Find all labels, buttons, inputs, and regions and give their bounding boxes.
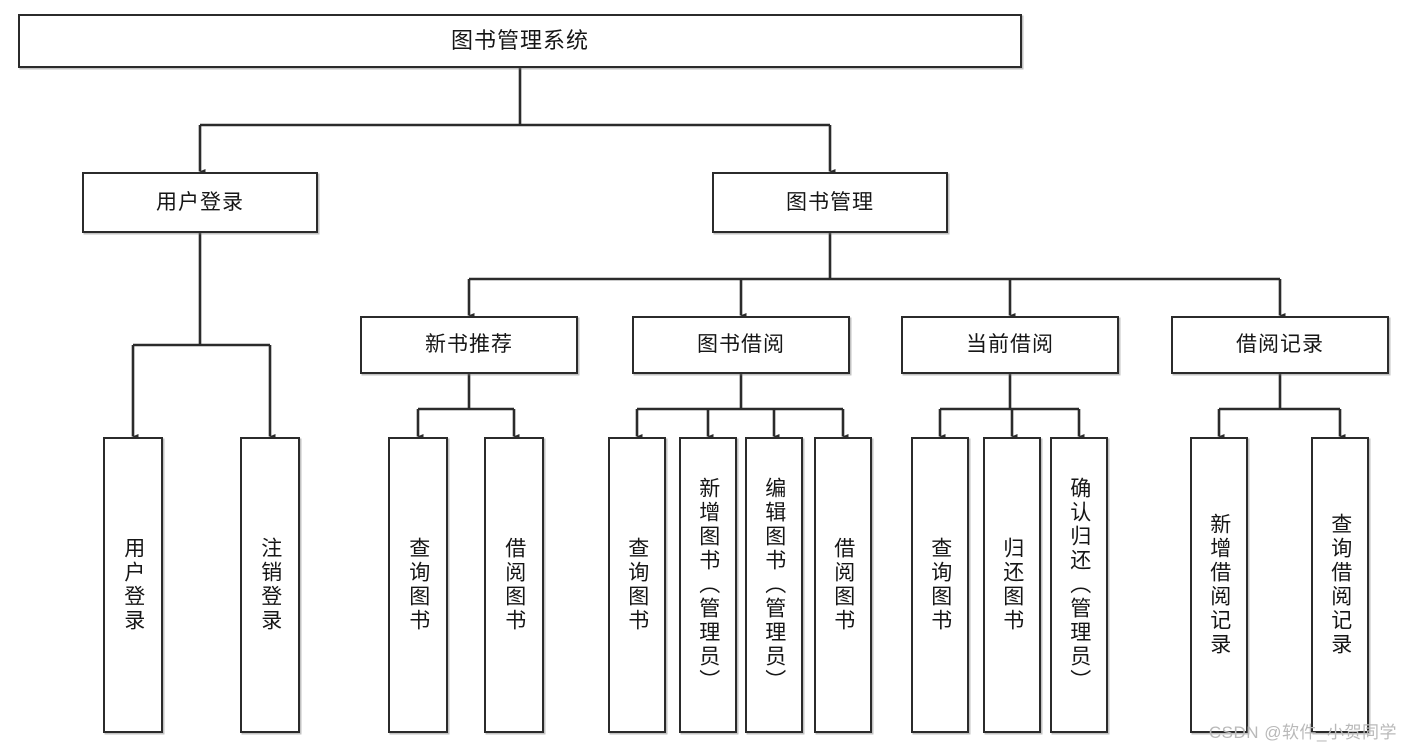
node-new-book-rec[interactable]: 新书推荐 bbox=[360, 316, 578, 374]
node-label: 查询图书 bbox=[928, 537, 952, 633]
node-label: 借阅记录 bbox=[1236, 333, 1324, 357]
node-label: 图书借阅 bbox=[697, 333, 785, 357]
node-label: 当前借阅 bbox=[966, 333, 1054, 357]
node-user-login[interactable]: 用户登录 bbox=[82, 172, 318, 233]
node-leaf-add-book[interactable]: 新增图书（管理员） bbox=[679, 437, 737, 733]
node-borrow-record[interactable]: 借阅记录 bbox=[1171, 316, 1389, 374]
node-label: 新书推荐 bbox=[425, 333, 513, 357]
node-label: 借阅图书 bbox=[502, 537, 526, 633]
node-leaf-borrow-book-2[interactable]: 借阅图书 bbox=[814, 437, 872, 733]
node-label: 借阅图书 bbox=[831, 537, 855, 633]
node-leaf-query-book-2[interactable]: 查询图书 bbox=[608, 437, 666, 733]
node-label: 编辑图书（管理员） bbox=[762, 477, 786, 693]
node-label: 注销登录 bbox=[258, 537, 282, 633]
node-label: 新增借阅记录 bbox=[1207, 513, 1231, 657]
node-label: 归还图书 bbox=[1000, 537, 1024, 633]
node-root[interactable]: 图书管理系统 bbox=[18, 14, 1022, 68]
node-leaf-add-record[interactable]: 新增借阅记录 bbox=[1190, 437, 1248, 733]
node-book-borrow[interactable]: 图书借阅 bbox=[632, 316, 850, 374]
node-label: 查询图书 bbox=[625, 537, 649, 633]
node-label: 用户登录 bbox=[156, 190, 244, 214]
node-label: 查询图书 bbox=[406, 537, 430, 633]
node-label: 图书管理 bbox=[786, 190, 874, 214]
node-leaf-query-book-3[interactable]: 查询图书 bbox=[911, 437, 969, 733]
node-leaf-confirm-return[interactable]: 确认归还（管理员） bbox=[1050, 437, 1108, 733]
node-book-manage[interactable]: 图书管理 bbox=[712, 172, 948, 233]
node-current-borrow[interactable]: 当前借阅 bbox=[901, 316, 1119, 374]
node-leaf-edit-book[interactable]: 编辑图书（管理员） bbox=[745, 437, 803, 733]
connector-lines bbox=[127, 68, 1346, 443]
node-label: 图书管理系统 bbox=[450, 27, 589, 53]
node-label: 新增图书（管理员） bbox=[696, 477, 720, 693]
node-leaf-user-login[interactable]: 用户登录 bbox=[103, 437, 163, 733]
node-leaf-logout[interactable]: 注销登录 bbox=[240, 437, 300, 733]
node-leaf-query-book-1[interactable]: 查询图书 bbox=[388, 437, 448, 733]
node-label: 确认归还（管理员） bbox=[1067, 477, 1091, 693]
node-label: 查询借阅记录 bbox=[1328, 513, 1352, 657]
node-label: 用户登录 bbox=[121, 537, 145, 633]
node-leaf-query-record[interactable]: 查询借阅记录 bbox=[1311, 437, 1369, 733]
node-leaf-return-book[interactable]: 归还图书 bbox=[983, 437, 1041, 733]
node-leaf-borrow-book-1[interactable]: 借阅图书 bbox=[484, 437, 544, 733]
